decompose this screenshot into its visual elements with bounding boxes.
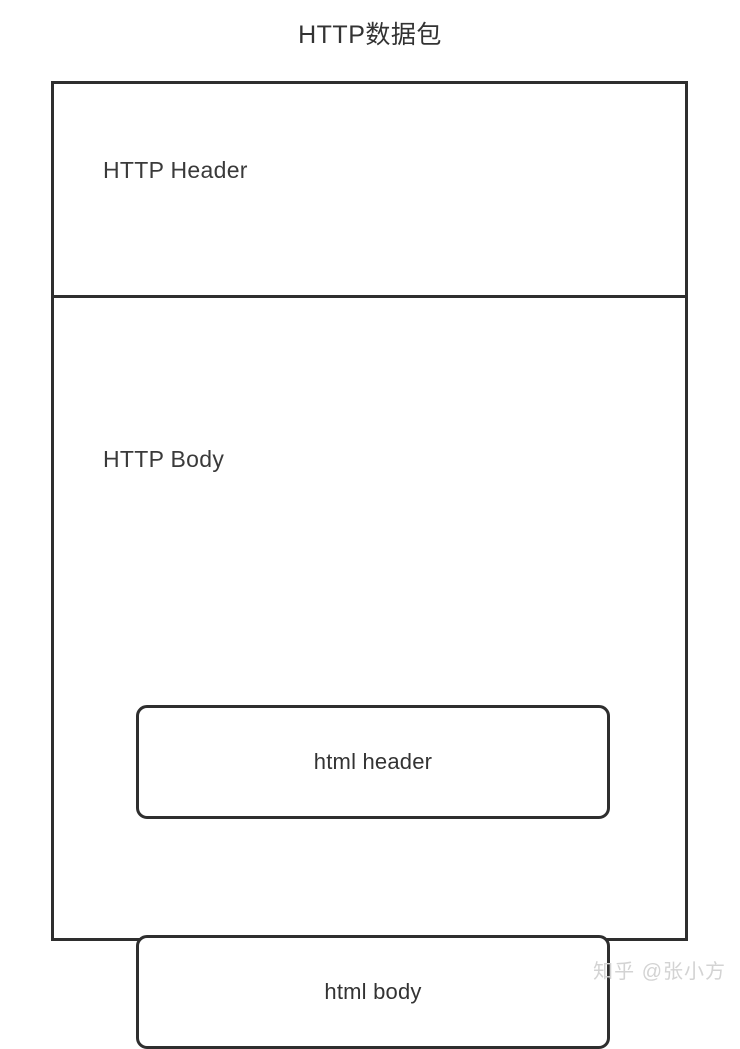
- http-body-section: HTTP Body html header html body: [54, 298, 685, 1049]
- http-packet-box: HTTP Header HTTP Body html header html b…: [51, 81, 688, 1049]
- http-header-label: HTTP Header: [103, 157, 248, 183]
- http-body-label: HTTP Body: [103, 446, 225, 472]
- html-header-box: html header: [136, 705, 610, 819]
- html-header-box-label: html header: [313, 749, 433, 774]
- page-title: HTTP数据包: [298, 21, 442, 49]
- watermark: 知乎 @张小方: [593, 961, 726, 983]
- http-header-section: HTTP Header: [54, 84, 685, 295]
- html-body-box: html body: [136, 935, 610, 1049]
- html-body-box-label: html body: [324, 979, 422, 1004]
- section-divider: [54, 295, 685, 298]
